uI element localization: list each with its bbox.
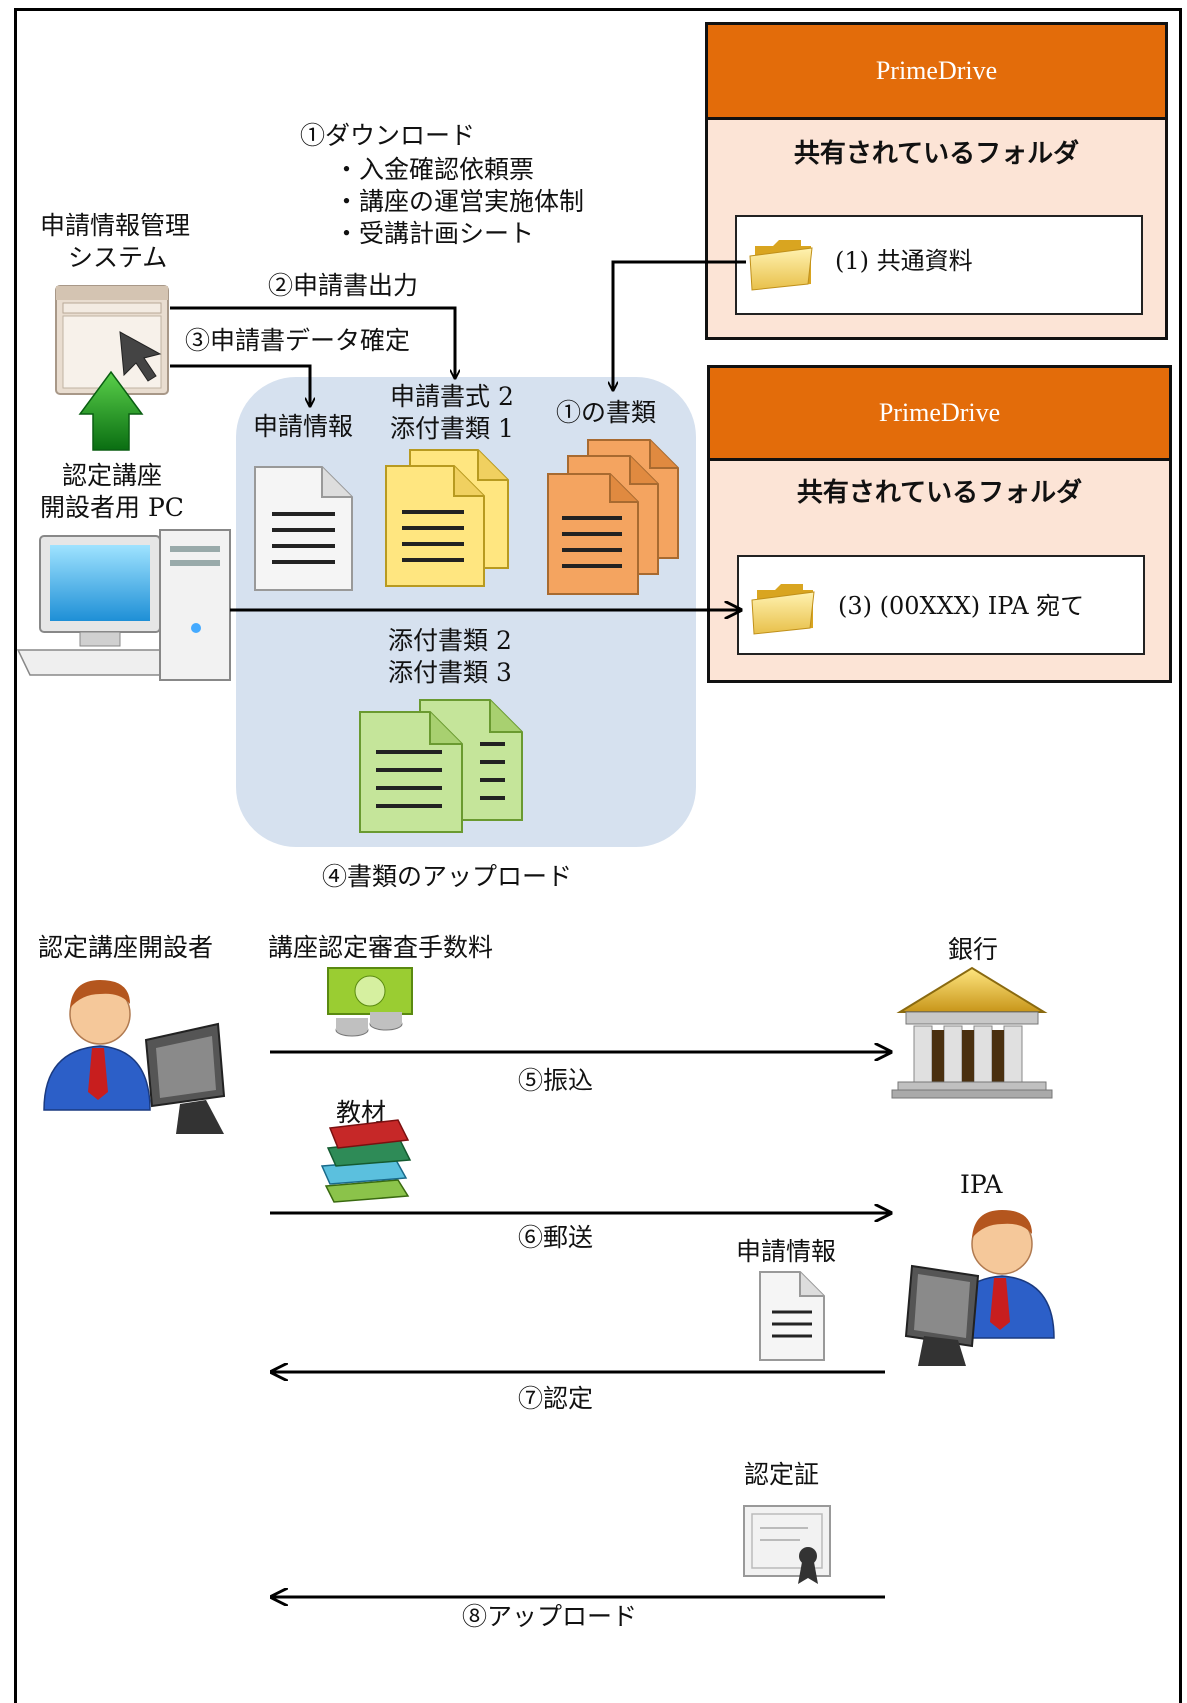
web-app-window-icon bbox=[55, 285, 169, 395]
download-item: ・入金確認依頼票 bbox=[334, 155, 535, 184]
ipa-staff-icon bbox=[904, 1210, 1055, 1366]
download-item: ・受講計画シート bbox=[334, 219, 535, 248]
diagram-frame bbox=[14, 8, 1182, 1703]
pc-label: 開設者用 PC bbox=[40, 493, 184, 522]
prime-drive-header: PrimeDrive bbox=[710, 368, 1169, 461]
prime-drive-panel-top: PrimeDrive 共有されているフォルダ bbox=[705, 22, 1168, 340]
fee-label: 講座認定審査手数料 bbox=[268, 933, 494, 962]
step-transfer-label: ⑤振込 bbox=[518, 1066, 594, 1095]
step-mail-label: ⑥郵送 bbox=[518, 1223, 594, 1252]
attach-label: 添付書類 2 bbox=[388, 626, 512, 655]
folder-name-ipa: (3) (00XXX) IPA 宛て bbox=[838, 592, 1085, 620]
form-label: 添付書類 1 bbox=[390, 414, 514, 443]
certificate-icon bbox=[743, 1505, 831, 1584]
folder-icon bbox=[749, 240, 813, 291]
step-upload-docs-label: ④書類のアップロード bbox=[322, 862, 573, 891]
bank-icon bbox=[891, 966, 1053, 1099]
ipa-label: IPA bbox=[960, 1170, 1003, 1199]
document-stack-icon bbox=[359, 699, 523, 833]
form-label: 申請書式 2 bbox=[390, 382, 514, 411]
prime-drive-header: PrimeDrive bbox=[708, 25, 1165, 120]
document-stack-icon bbox=[547, 439, 679, 595]
output-arrow bbox=[170, 306, 455, 378]
prime-drive-panel-bottom: PrimeDrive 共有されているフォルダ bbox=[707, 365, 1172, 683]
step-certify-label: ⑦認定 bbox=[518, 1384, 594, 1413]
folder-icon bbox=[751, 584, 815, 635]
step-confirm-label: ③申請書データ確定 bbox=[185, 326, 411, 355]
confirm-arrow bbox=[170, 364, 310, 406]
pc-label: 認定講座 bbox=[62, 461, 163, 490]
download-arrow bbox=[613, 260, 746, 390]
money-icon bbox=[327, 967, 413, 1037]
document-icon bbox=[759, 1271, 825, 1361]
applicant-person-icon bbox=[43, 980, 226, 1134]
app-info-label: 申請情報 bbox=[253, 412, 354, 441]
applicant-label: 認定講座開設者 bbox=[38, 933, 214, 962]
download-item: ・講座の運営実施体制 bbox=[334, 187, 585, 216]
download-title: ①ダウンロード bbox=[300, 121, 476, 150]
step-output-label: ②申請書出力 bbox=[268, 271, 419, 300]
app-info-item-label: 申請情報 bbox=[736, 1237, 837, 1266]
up-arrow-icon bbox=[78, 370, 144, 451]
desktop-pc-icon bbox=[16, 529, 231, 681]
shared-folder-label: 共有されているフォルダ bbox=[793, 139, 1080, 169]
system-label: システム bbox=[68, 243, 168, 272]
document-stack-icon bbox=[385, 449, 509, 587]
bank-label: 銀行 bbox=[948, 935, 999, 964]
document-icon bbox=[254, 466, 353, 591]
doc1-label: ①の書類 bbox=[556, 398, 657, 427]
folder-name-common: (1) 共通資料 bbox=[835, 247, 973, 275]
certificate-label: 認定証 bbox=[744, 1460, 820, 1489]
shared-folder-label: 共有されているフォルダ bbox=[796, 478, 1083, 508]
step-upload-label: ⑧アップロード bbox=[462, 1602, 638, 1631]
books-icon bbox=[320, 1119, 412, 1203]
system-label: 申請情報管理 bbox=[40, 211, 191, 240]
attach-label: 添付書類 3 bbox=[388, 658, 512, 687]
